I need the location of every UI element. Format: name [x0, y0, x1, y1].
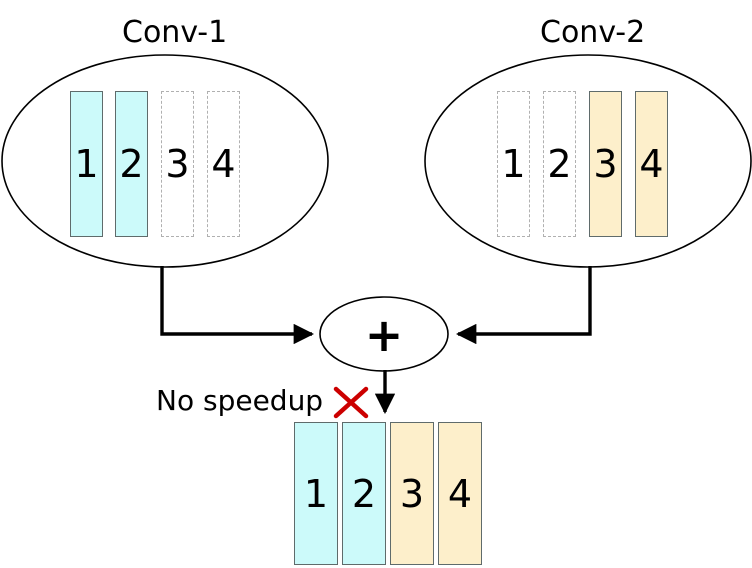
conv1-filter-4-label: 4 [211, 142, 236, 186]
output-filter-4-label: 4 [447, 471, 473, 516]
conv2-filter-3-label: 3 [593, 142, 618, 186]
no-speedup-label: No speedup [156, 384, 324, 417]
output-filter-4[interactable]: 4 [438, 422, 482, 565]
conv2-filter-3[interactable]: 3 [589, 91, 622, 237]
red-cross-icon [333, 386, 369, 419]
output-filter-3[interactable]: 3 [390, 422, 434, 565]
connector-conv2-to-sum [455, 266, 592, 345]
conv1-filter-4[interactable]: 4 [207, 91, 240, 237]
conv-1-title: Conv-1 [122, 15, 228, 50]
connector-conv1-to-sum [160, 266, 315, 345]
output-filter-2-label: 2 [351, 471, 377, 516]
conv1-filter-2-label: 2 [119, 142, 144, 186]
conv-2-title: Conv-2 [540, 15, 646, 50]
conv1-filter-1[interactable]: 1 [70, 91, 103, 237]
conv2-filter-2-label: 2 [547, 142, 572, 186]
conv1-filter-3-label: 3 [165, 142, 190, 186]
conv1-filter-2[interactable]: 2 [115, 91, 148, 237]
conv1-filter-1-label: 1 [74, 142, 99, 186]
sum-node-symbol: + [364, 308, 404, 362]
output-filter-3-label: 3 [399, 471, 425, 516]
conv1-filter-3[interactable]: 3 [161, 91, 194, 237]
output-filter-1[interactable]: 1 [294, 422, 338, 565]
conv2-filter-1-label: 1 [501, 142, 526, 186]
output-filter-1-label: 1 [303, 471, 329, 516]
conv2-filter-4[interactable]: 4 [635, 91, 668, 237]
conv-2-ellipse [424, 54, 752, 268]
conv2-filter-4-label: 4 [639, 142, 664, 186]
output-filter-2[interactable]: 2 [342, 422, 386, 565]
conv2-filter-2[interactable]: 2 [543, 91, 576, 237]
conv2-filter-1[interactable]: 1 [497, 91, 530, 237]
